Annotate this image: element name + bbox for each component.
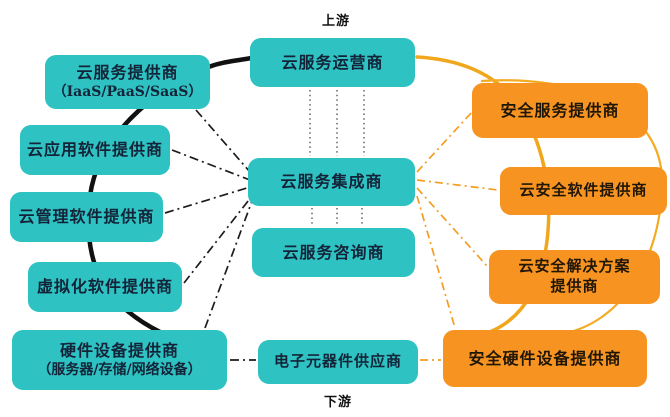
node-cloud-security-software-label: 云安全软件提供商 — [519, 181, 648, 200]
node-cloud-provider-line2: （IaaS/PaaS/SaaS） — [52, 84, 203, 101]
node-cloud-app-software: 云应用软件提供商 — [20, 125, 170, 175]
node-cloud-security-software: 云安全软件提供商 — [500, 167, 667, 215]
link-integrator-to-security-solution — [416, 187, 488, 267]
node-security-hardware-label: 安全硬件设备提供商 — [468, 348, 622, 368]
link-app-software-to-integrator — [171, 149, 251, 181]
node-cloud-provider-line1: 云服务提供商 — [76, 63, 179, 83]
node-cloud-consultant: 云服务咨询商 — [252, 228, 415, 277]
node-cloud-operator: 云服务运营商 — [250, 38, 415, 87]
link-cloud-provider-to-integrator — [195, 109, 251, 173]
link-integrator-to-security-software — [416, 179, 499, 191]
node-cloud-mgmt-software: 云管理软件提供商 — [10, 192, 163, 242]
node-hardware-provider-line2: （服务器/存储/网络设备） — [37, 362, 202, 379]
node-security-service-label: 安全服务提供商 — [500, 100, 620, 120]
node-component-supplier-label: 电子元器件供应商 — [273, 352, 402, 371]
link-virtualization-to-integrator — [183, 195, 253, 284]
downstream-label: 下游 — [324, 395, 353, 410]
node-cloud-integrator: 云服务集成商 — [248, 158, 415, 206]
node-cloud-app-software-label: 云应用软件提供商 — [26, 140, 163, 160]
node-virtualization-software-label: 虚拟化软件提供商 — [36, 277, 173, 297]
link-integrator-to-security-hardware — [416, 195, 456, 329]
node-component-supplier: 电子元器件供应商 — [258, 340, 418, 384]
link-integrator-to-security-service — [416, 111, 473, 173]
node-hardware-provider-line1: 硬件设备提供商 — [59, 341, 179, 361]
node-security-solution-line2: 提供商 — [550, 277, 599, 295]
link-hardware-to-integrator — [204, 200, 253, 329]
node-cloud-operator-label: 云服务运营商 — [281, 52, 384, 72]
node-security-solution: 云安全解决方案 提供商 — [489, 250, 660, 304]
node-cloud-integrator-label: 云服务集成商 — [280, 172, 383, 192]
node-security-service: 安全服务提供商 — [472, 83, 648, 138]
link-mgmt-software-to-integrator — [164, 186, 251, 214]
node-virtualization-software: 虚拟化软件提供商 — [28, 262, 182, 312]
node-security-hardware: 安全硬件设备提供商 — [443, 330, 647, 387]
node-cloud-consultant-label: 云服务咨询商 — [282, 242, 385, 262]
upstream-label: 上游 — [322, 14, 351, 29]
node-security-solution-line1: 云安全解决方案 — [518, 257, 631, 276]
node-cloud-provider: 云服务提供商 （IaaS/PaaS/SaaS） — [45, 55, 210, 109]
node-hardware-provider: 硬件设备提供商 （服务器/存储/网络设备） — [12, 330, 227, 390]
node-cloud-mgmt-software-label: 云管理软件提供商 — [18, 207, 155, 227]
